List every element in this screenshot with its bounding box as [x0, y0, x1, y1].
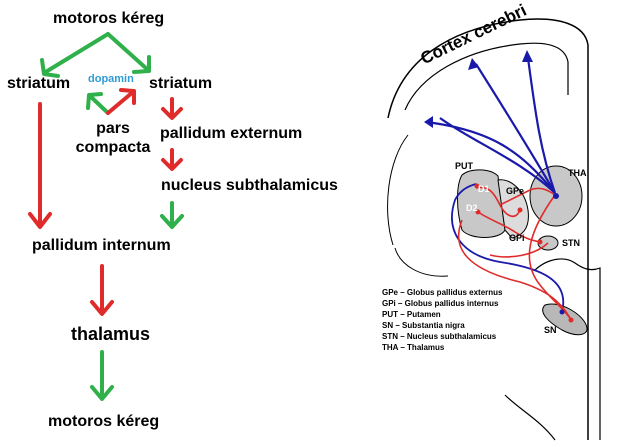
arrow-pallidum-externum-to-subthalamicus [161, 148, 183, 171]
brainstem-outline [504, 258, 601, 441]
thalamus-label: thalamus [71, 324, 151, 344]
pathway-nodes [474, 183, 574, 323]
striatum-right-label: striatum [149, 75, 213, 92]
arrow-pallidum-internum-to-thalamus [90, 264, 114, 316]
legend-item: STN – Nucleus subthalamicus [382, 332, 497, 341]
sn-shape [542, 303, 588, 336]
pars-compacta-line1: pars [96, 120, 130, 137]
basal-ganglia-red-pathways [457, 186, 571, 319]
put-label: PUT [455, 161, 473, 171]
sn-label: SN [544, 325, 557, 335]
stn-label: STN [562, 238, 580, 248]
d2-label: D2 [466, 203, 478, 213]
pallidum-externum-label: pallidum externum [160, 125, 303, 142]
pars-compacta-line2: compacta [75, 139, 151, 156]
cortex-outline-outer [387, 18, 589, 440]
ventricle-outline [387, 134, 449, 277]
legend-item: GPi – Globus pallidus internus [382, 299, 499, 308]
motor-cortex-top-label: motoros kéreg [53, 10, 165, 27]
arrow-pars-compacta-to-striatum-right [106, 88, 136, 115]
arrow-cortex-to-striatum-right [106, 32, 151, 74]
gpe-label: GPe [506, 186, 525, 196]
legend-item: THA – Thalamus [382, 343, 445, 352]
arrow-pars-compacta-to-striatum-left [86, 92, 110, 115]
striatum-left-label: striatum [7, 75, 71, 92]
pars-compacta-label: pars compacta [74, 119, 152, 157]
thalamocortical-projections [425, 57, 557, 194]
dopamin-label: dopamin [88, 73, 134, 85]
nucleus-subthalamicus-label: nucleus subthalamicus [161, 177, 338, 194]
legend: GPe – Globus pallidus externus GPi – Glo… [382, 287, 502, 353]
arrow-striatum-to-pallidum-externum [161, 97, 183, 120]
nigrostriatal-pathway [451, 183, 565, 313]
legend-item: PUT – Putamen [382, 310, 441, 319]
pallidum-internum-label: pallidum internum [32, 237, 171, 254]
gpi-label: GPi [509, 233, 525, 243]
arrow-thalamus-to-motor-cortex [90, 350, 114, 401]
motor-cortex-bottom-label: motoros kéreg [48, 413, 160, 430]
arrow-striatum-to-pallidum-internum [28, 102, 52, 229]
projection-arrowheads [424, 50, 533, 128]
d1-label: D1 [478, 184, 490, 194]
legend-item: GPe – Globus pallidus externus [382, 288, 503, 297]
cortex-outline-inner [404, 42, 569, 111]
arrow-cortex-to-striatum-left [40, 32, 110, 78]
tha-label: THA [568, 168, 587, 178]
arrow-subthalamicus-to-pallidum-internum [160, 201, 184, 229]
legend-item: SN – Substantia nigra [382, 321, 465, 330]
